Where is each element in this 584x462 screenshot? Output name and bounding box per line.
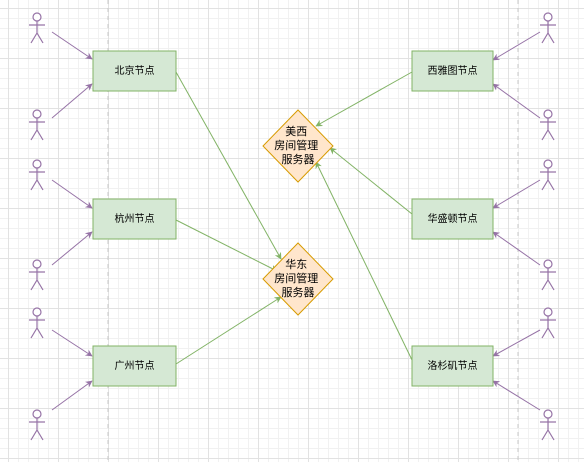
node-washington-label: 华盛顿节点 <box>428 212 478 225</box>
node-guangzhou[interactable]: 广州节点 <box>92 345 177 387</box>
server-edges <box>175 71 413 365</box>
user-actor-icon <box>540 109 556 141</box>
server-east-china[interactable]: 华东 房间管理 服务器 <box>262 242 334 316</box>
server-east-china-line3: 服务器 <box>282 286 315 299</box>
node-seattle-label: 西雅图节点 <box>428 64 478 77</box>
node-losangeles-label: 洛杉矶节点 <box>428 359 478 372</box>
user-actor-icon <box>29 109 45 141</box>
user-actor-icon <box>29 12 45 44</box>
user-actor-icon <box>29 307 45 339</box>
node-beijing-label: 北京节点 <box>115 64 155 77</box>
node-hangzhou-label: 杭州节点 <box>115 212 155 225</box>
server-us-west-line1: 美西 <box>285 125 307 138</box>
user-actor-icon <box>29 409 45 441</box>
node-washington[interactable]: 华盛顿节点 <box>411 198 494 240</box>
server-us-west[interactable]: 美西 房间管理 服务器 <box>262 109 334 183</box>
node-losangeles[interactable]: 洛杉矶节点 <box>411 345 494 387</box>
user-actor-icon <box>29 159 45 191</box>
actor-edges-left <box>51 31 93 411</box>
user-actor-icon <box>540 409 556 441</box>
svg-text:美西 房间管理 服务器: 美西 房间管理 服务器 <box>274 125 322 166</box>
user-actor-icon <box>540 12 556 44</box>
server-east-china-line1: 华东 <box>285 257 307 271</box>
actor-edges-right <box>492 31 541 411</box>
server-us-west-line2: 房间管理 <box>274 138 318 152</box>
user-actor-icon <box>540 259 556 291</box>
user-actor-icon <box>29 259 45 291</box>
svg-text:华东 房间管理 服务器: 华东 房间管理 服务器 <box>274 257 322 299</box>
server-us-west-line3: 服务器 <box>282 153 315 166</box>
user-actors <box>29 12 556 441</box>
user-actor-icon <box>540 159 556 191</box>
node-hangzhou[interactable]: 杭州节点 <box>92 198 177 240</box>
server-east-china-line2: 房间管理 <box>274 271 318 285</box>
user-actor-icon <box>540 307 556 339</box>
node-seattle[interactable]: 西雅图节点 <box>411 50 494 92</box>
node-guangzhou-label: 广州节点 <box>115 360 155 372</box>
node-beijing[interactable]: 北京节点 <box>92 50 177 92</box>
